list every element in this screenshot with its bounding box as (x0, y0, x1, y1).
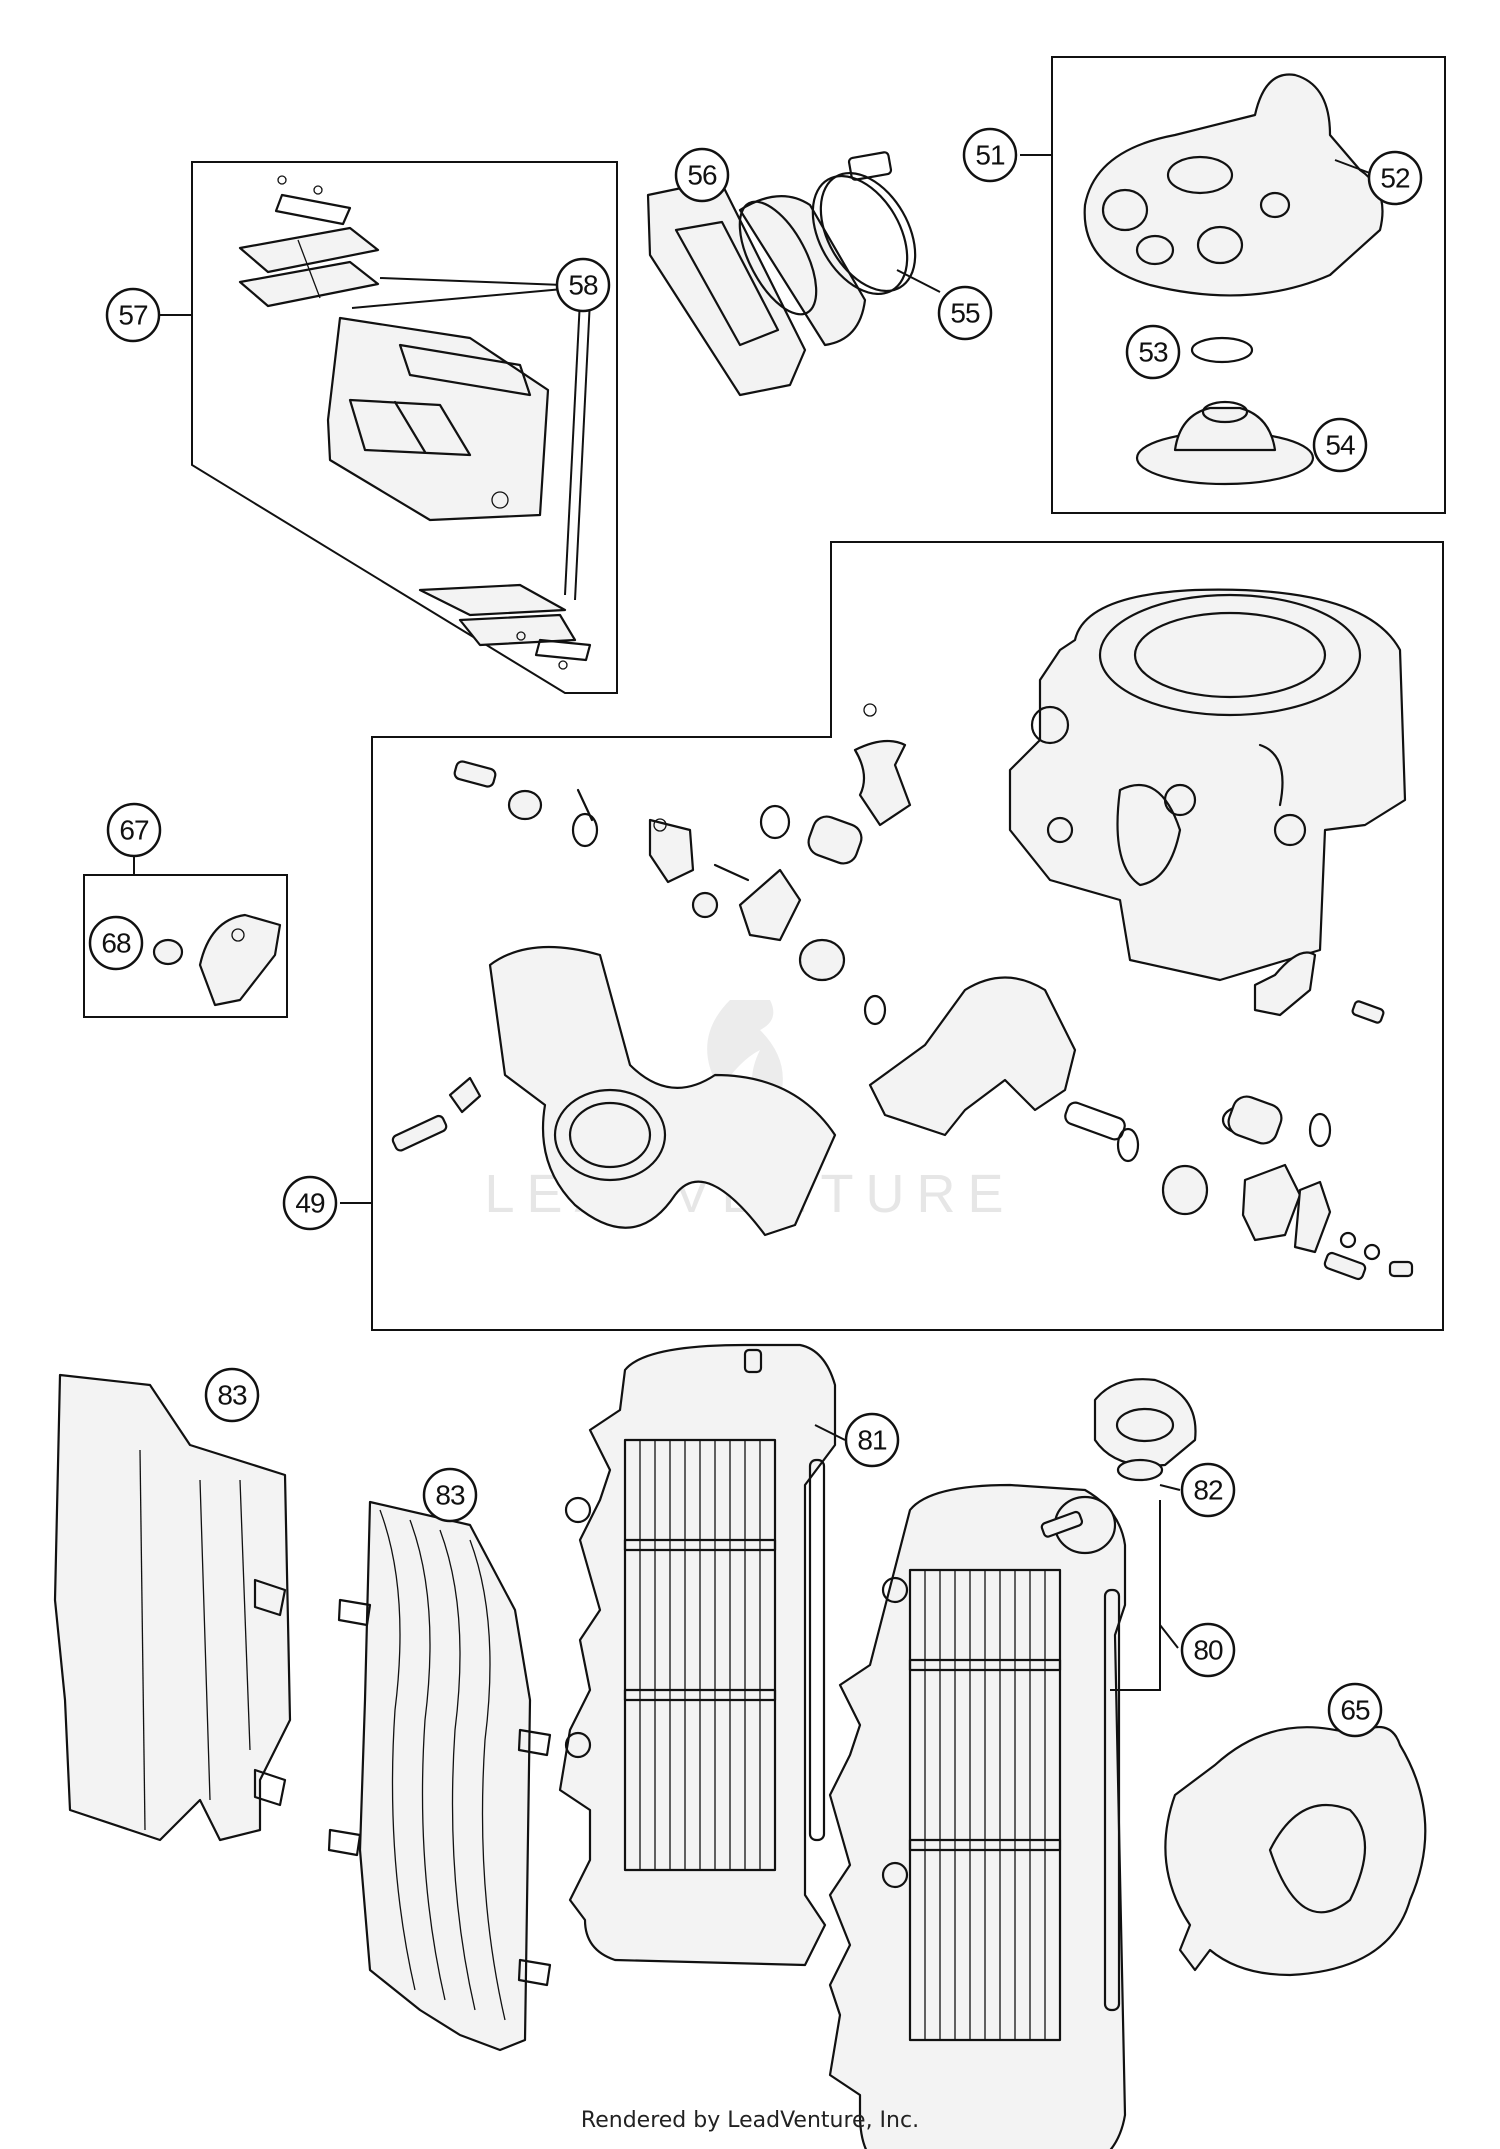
svg-text:83: 83 (435, 1480, 465, 1511)
radiator-shroud-right (327, 1500, 552, 2052)
radiator-right (828, 1483, 1179, 2149)
callout-55: 55 (937, 285, 993, 341)
callout-82: 82 (1180, 1462, 1236, 1518)
callout-83-right: 83 (422, 1467, 478, 1523)
callout-68: 68 (88, 915, 144, 971)
callout-80: 80 (1180, 1622, 1236, 1678)
svg-text:68: 68 (101, 928, 131, 959)
footer-credit: Rendered by LeadVenture, Inc. (580, 2108, 920, 2133)
ignition-cover (1164, 1711, 1427, 1977)
radiator-shroud-left (53, 1373, 292, 1842)
svg-text:56: 56 (687, 160, 717, 191)
o-ring (1190, 336, 1254, 364)
callout-67: 67 (106, 802, 162, 858)
svg-text:52: 52 (1380, 163, 1410, 194)
cylinder-head-frame (1051, 56, 1446, 514)
svg-text:53: 53 (1138, 337, 1168, 368)
callout-65: 65 (1327, 1682, 1383, 1738)
cylinder-group (340, 541, 1444, 1331)
svg-text:54: 54 (1325, 430, 1355, 461)
callout-81: 81 (844, 1412, 900, 1468)
radiator-left (558, 1343, 846, 1967)
exhaust-port (488, 945, 837, 1237)
svg-text:67: 67 (119, 815, 149, 846)
svg-text:81: 81 (857, 1425, 887, 1456)
callout-58: 58 (555, 257, 611, 313)
svg-text:58: 58 (568, 270, 598, 301)
svg-text:57: 57 (118, 300, 148, 331)
cylinder-head-group (1020, 56, 1446, 514)
exhaust-valve-shaft (868, 976, 1077, 1137)
reed-valve-frame (191, 161, 618, 694)
callout-83-left: 83 (204, 1367, 260, 1423)
callout-54: 54 (1312, 417, 1368, 473)
svg-text:65: 65 (1340, 1695, 1370, 1726)
callout-49: 49 (282, 1175, 338, 1231)
callout-53: 53 (1125, 324, 1181, 380)
svg-text:80: 80 (1193, 1635, 1223, 1666)
callout-52: 52 (1367, 150, 1423, 206)
svg-text:55: 55 (950, 298, 980, 329)
svg-text:83: 83 (217, 1380, 247, 1411)
cylinder-frame (371, 541, 1444, 1331)
svg-text:51: 51 (975, 140, 1005, 171)
cylinder-head (1083, 73, 1384, 297)
cylinder (1008, 588, 1407, 982)
cover-group-frame (83, 874, 288, 1018)
intake-flange-group (646, 151, 941, 397)
reed-valve-group (160, 161, 618, 694)
callout-57: 57 (105, 287, 161, 343)
radiator-cap (1093, 1378, 1197, 1491)
cover-group-67 (83, 855, 288, 1018)
svg-text:82: 82 (1193, 1475, 1223, 1506)
callout-56: 56 (674, 147, 730, 203)
svg-text:49: 49 (295, 1188, 325, 1219)
callout-51: 51 (962, 127, 1018, 183)
